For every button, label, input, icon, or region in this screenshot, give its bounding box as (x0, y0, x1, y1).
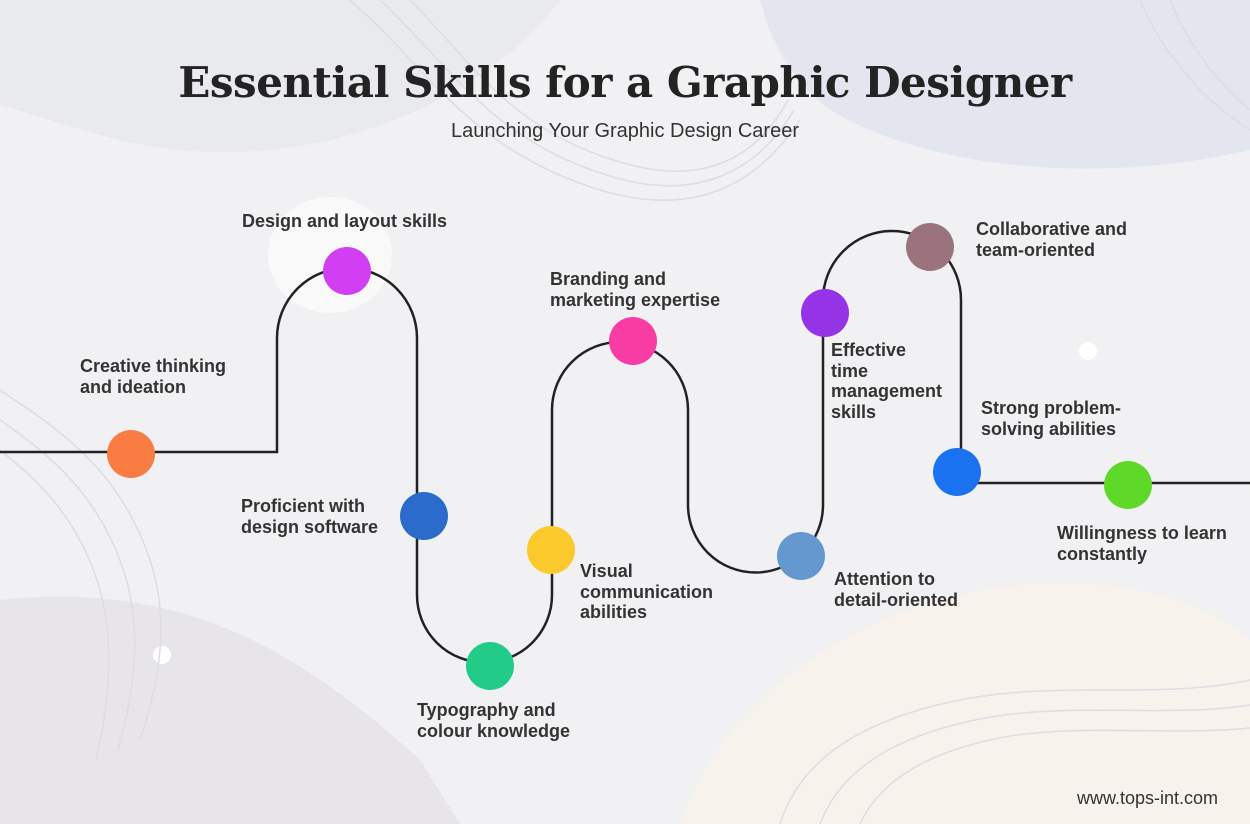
step-marker-creative-thinking (107, 430, 155, 478)
step-label-line: design software (241, 516, 379, 537)
step-label-line: detail-oriented (834, 589, 959, 610)
step-marker-visual-communication (527, 526, 575, 574)
step-label-line: time (831, 360, 869, 381)
step-label-line: marketing expertise (550, 289, 721, 310)
step-label-line: Attention to (834, 569, 935, 589)
step-label-line: Branding and (550, 269, 666, 289)
page-subtitle: Launching Your Graphic Design Career (451, 120, 799, 142)
step-label-line: skills (831, 401, 877, 422)
step-label-line: colour knowledge (417, 720, 571, 741)
step-label-line: management (831, 381, 943, 401)
step-marker-time-management (801, 289, 849, 337)
step-marker-design-layout (323, 247, 371, 295)
step-label-design-layout: Design and layout skills (242, 211, 447, 232)
step-label-line: and ideation (80, 376, 187, 397)
step-marker-branding (609, 317, 657, 365)
step-marker-problem-solving (933, 448, 981, 496)
step-label-line: Visual (580, 561, 633, 581)
step-marker-willingness-to-learn (1104, 461, 1152, 509)
step-marker-typography (466, 642, 514, 690)
step-label-line: communication (580, 581, 714, 602)
step-label-line: Creative thinking (80, 356, 227, 376)
step-label-line: Collaborative and (976, 219, 1128, 239)
page-title: Essential Skills for a Graphic Designer (178, 58, 1072, 107)
step-label-line: Strong problem- (981, 398, 1121, 418)
step-marker-design-software (400, 492, 448, 540)
step-label-problem-solving: Strong problem-solving abilities (981, 398, 1121, 439)
step-label-line: Design and layout skills (242, 211, 448, 231)
step-label-line: team-oriented (976, 239, 1096, 260)
website-url: www.tops-int.com (1076, 788, 1218, 808)
step-label-line: Willingness to learn (1057, 523, 1227, 543)
step-label-line: Typography and (417, 700, 556, 720)
step-label-line: Proficient with (241, 496, 366, 516)
step-marker-collaborative (906, 223, 954, 271)
step-label-line: Effective (831, 340, 907, 360)
step-label-line: abilities (580, 602, 648, 622)
step-label-line: constantly (1057, 543, 1148, 564)
step-marker-attention-to-detail (777, 532, 825, 580)
step-label-line: solving abilities (981, 418, 1117, 439)
